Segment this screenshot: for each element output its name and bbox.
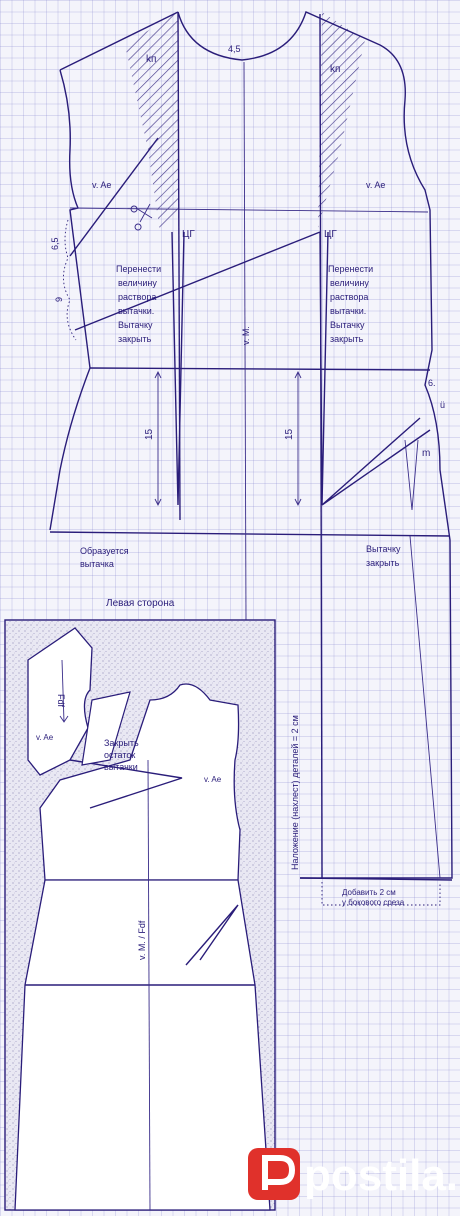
close-dart-note: Вытачку закрыть	[366, 544, 401, 568]
dart-15-right-label: 15	[284, 428, 295, 440]
inset-armhole-left-label: v. Ae	[36, 733, 54, 742]
scissors-icon	[130, 203, 153, 231]
inset-armhole-piece	[81, 691, 131, 766]
svg-text:вытачки.: вытачки.	[118, 306, 154, 316]
hatched-area-left	[125, 12, 178, 232]
svg-text:Перенести: Перенести	[328, 264, 373, 274]
cg-right-label: ЦГ	[324, 229, 337, 240]
dotted-callout-side	[63, 219, 77, 341]
center-front-label: v. M.	[241, 326, 251, 345]
kp-left-label: kп	[146, 54, 156, 65]
left-side-label: Левая сторона	[106, 598, 175, 609]
svg-text:Вытачку: Вытачку	[118, 320, 153, 330]
svg-text:вытачка: вытачка	[80, 559, 114, 569]
svg-text:Закрыть: Закрыть	[104, 738, 139, 748]
label-u: ü	[440, 400, 445, 410]
dart-15-left-label: 15	[144, 428, 155, 440]
svg-text:вытачки.: вытачки.	[330, 306, 366, 316]
cg-left-label: ЦГ	[182, 229, 195, 240]
transfer-line-left	[69, 137, 159, 257]
svg-text:Вытачку: Вытачку	[366, 544, 401, 554]
dotted-callout-bottom	[321, 882, 441, 906]
measure-9-label: 9	[54, 297, 64, 302]
watermark-text: postila.ru	[304, 1151, 460, 1200]
hem-line-right	[299, 877, 453, 881]
dart-side-right	[321, 417, 431, 506]
postila-p-icon	[248, 1148, 300, 1200]
postila-watermark: postila.ru	[248, 1148, 460, 1200]
inset-upper-piece	[27, 627, 93, 776]
transfer-note-left: Перенести величину раствора вытачки. Выт…	[116, 264, 161, 344]
armhole-left-label: v. Ae	[92, 180, 111, 190]
hatched-area-right	[318, 12, 365, 228]
svg-text:Добавить 2 см: Добавить 2 см	[342, 888, 396, 897]
overlap-label: Наложение (нахлест) деталей = 2 см	[290, 715, 300, 870]
inset-dart-diagonal	[69, 759, 183, 809]
transfer-line-main	[74, 231, 321, 331]
inset-side-dart	[185, 904, 239, 966]
svg-text:у бокового среза: у бокового среза	[342, 898, 405, 907]
measure-65-label: 6,5	[50, 237, 60, 250]
inset-center-line	[147, 759, 151, 1211]
add-2cm-note: Добавить 2 см у бокового среза	[342, 888, 405, 907]
inset-fdf-label: Fdf	[56, 694, 66, 708]
forms-dart-note: Образуется вытачка	[80, 546, 129, 569]
inset-center-label: v. M. / Fdf	[137, 920, 147, 960]
svg-text:Вытачку: Вытачку	[330, 320, 365, 330]
right-side-line	[409, 535, 441, 879]
svg-text:раствора: раствора	[330, 292, 368, 302]
svg-text:раствора: раствора	[118, 292, 156, 302]
transfer-note-right: Перенести величину раствора вытачки. Выт…	[328, 264, 373, 344]
armhole-right-label: v. Ae	[366, 180, 385, 190]
inset-armhole-right-label: v. Ae	[204, 775, 222, 784]
center-front-line	[243, 61, 247, 621]
inset-bodice	[39, 683, 241, 881]
dart-lower-right	[404, 439, 419, 511]
inset-pattern: Fdf v. Ae Закрыть остаток вытачки v. Ae …	[4, 619, 276, 1211]
label-m: m	[422, 448, 430, 459]
dart-left-bust	[171, 231, 185, 506]
svg-text:вытачки: вытачки	[104, 762, 138, 772]
pattern-outline	[49, 11, 453, 879]
main-pattern: 4,5 kп kп v. Ae v. Ae ЦГ ЦГ 6,5 9 Перене…	[49, 11, 453, 907]
neck-measure-label: 4,5	[228, 44, 241, 54]
svg-text:закрыть: закрыть	[330, 334, 364, 344]
svg-text:закрыть: закрыть	[118, 334, 152, 344]
bust-line	[69, 207, 429, 213]
kp-right-label: kп	[330, 64, 340, 75]
svg-text:Образуется: Образуется	[80, 546, 129, 556]
hip-line	[49, 531, 451, 537]
svg-text:закрыть: закрыть	[366, 558, 400, 568]
measure-6-label: 6.	[428, 378, 436, 388]
svg-text:величину: величину	[118, 278, 157, 288]
inset-close-rest-note: Закрыть остаток вытачки	[104, 738, 139, 772]
svg-text:остаток: остаток	[104, 750, 135, 760]
svg-text:величину: величину	[330, 278, 369, 288]
svg-text:Перенести: Перенести	[116, 264, 161, 274]
waist-line	[89, 367, 431, 371]
